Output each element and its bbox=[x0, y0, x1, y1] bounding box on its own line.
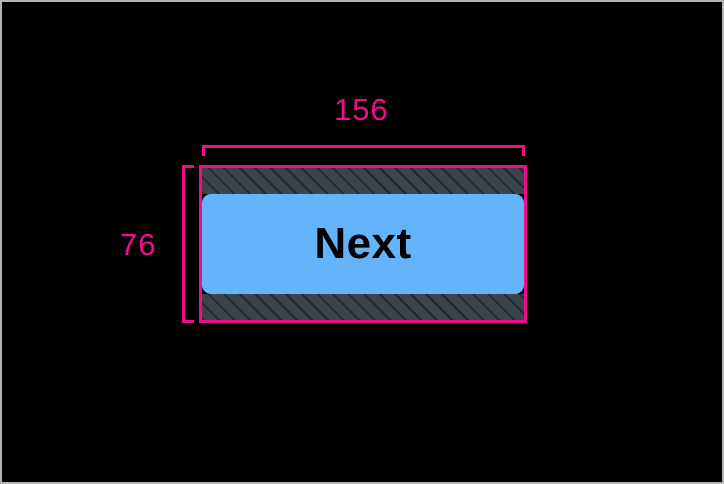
width-dimension-label: 156 bbox=[334, 92, 389, 127]
height-dimension-bracket bbox=[182, 165, 194, 323]
height-dimension-label: 76 bbox=[120, 227, 157, 262]
element-highlight-box[interactable]: Next bbox=[199, 165, 527, 323]
padding-band-bottom bbox=[202, 294, 524, 320]
width-dimension-bracket bbox=[202, 145, 525, 156]
next-button-label: Next bbox=[314, 219, 412, 268]
next-button[interactable]: Next bbox=[202, 194, 524, 294]
padding-band-top bbox=[202, 168, 524, 194]
